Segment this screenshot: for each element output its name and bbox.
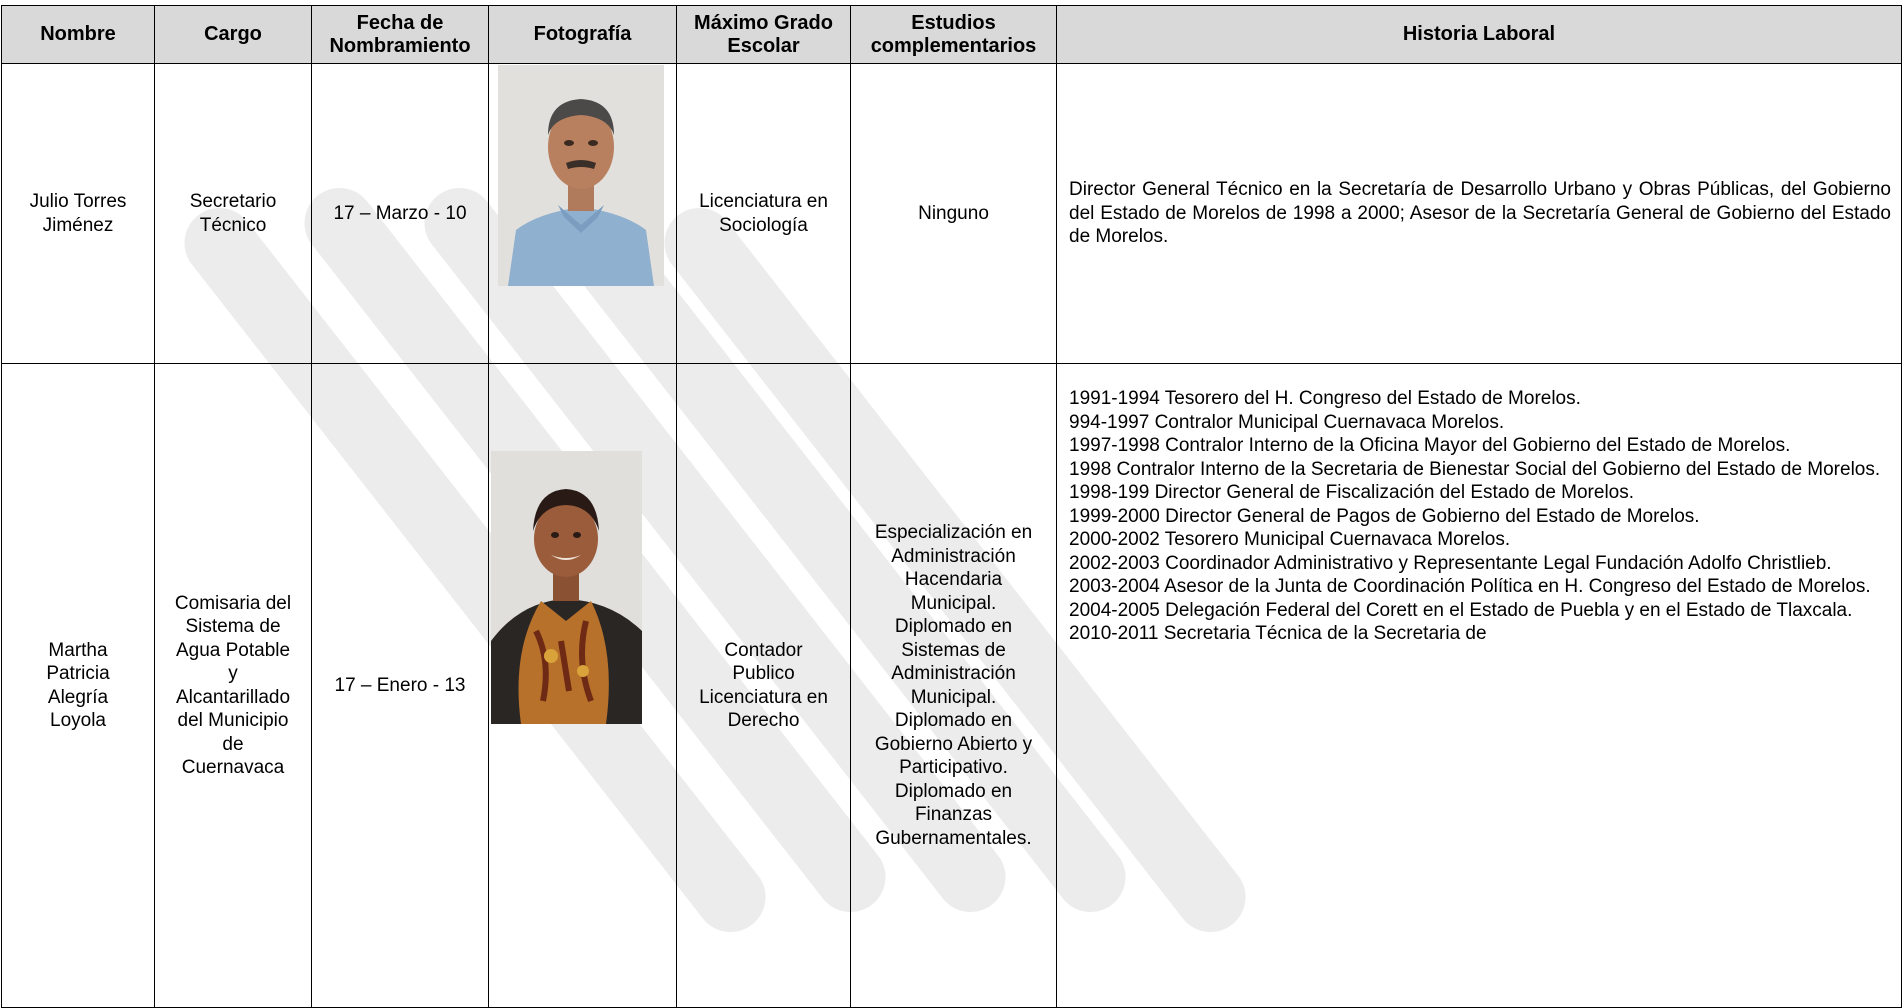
cell-line: Diplomado en bbox=[894, 780, 1013, 802]
history-entry: 2002-2003 Coordinador Administrativo y R… bbox=[1069, 552, 1832, 574]
cell-line: Gobierno Abierto y bbox=[874, 733, 1033, 755]
cell-line: Patricia bbox=[46, 663, 110, 684]
header-historia: Historia Laboral bbox=[1056, 5, 1902, 64]
cell-line: Municipal. bbox=[910, 592, 997, 614]
cell-line: Especialización en bbox=[874, 522, 1033, 543]
cell-line: del Municipio bbox=[177, 710, 289, 731]
cell-line: de bbox=[222, 733, 244, 755]
cell-line: Diplomado en bbox=[894, 616, 1013, 637]
cell-line: Técnico bbox=[199, 214, 267, 236]
cell-line: Julio Torres bbox=[29, 191, 127, 212]
cell-fotografia bbox=[488, 63, 677, 364]
cell-line: Administración bbox=[891, 663, 1016, 684]
history-entry: 1997-1998 Contralor Interno de la Oficin… bbox=[1069, 435, 1791, 456]
history-entry: 2000-2002 Tesorero Municipal Cuernavaca … bbox=[1069, 529, 1511, 550]
cell-line: Hacendaria bbox=[904, 569, 1003, 590]
cell-line: Licenciatura en bbox=[699, 191, 828, 212]
cell-line: Agua Potable bbox=[175, 639, 291, 661]
cell-line: Loyola bbox=[50, 710, 106, 731]
history-entry: 1998-199 Director General de Fiscalizaci… bbox=[1069, 482, 1635, 503]
cell-line: Alegría bbox=[47, 686, 109, 708]
cell-line: Alcantarillado bbox=[175, 686, 291, 708]
history-entry: 1999-2000 Director General de Pagos de G… bbox=[1069, 505, 1700, 527]
cell-line: Ninguno bbox=[918, 202, 989, 224]
history-entry: Director General Técnico en la Secretarí… bbox=[1069, 179, 1891, 248]
cell-line: Derecho bbox=[727, 710, 800, 731]
cell-fecha: 17 – Enero - 13 bbox=[311, 363, 489, 1008]
history-entry: 1998 Contralor Interno de la Secretaria … bbox=[1069, 458, 1881, 480]
cell-line: Sistemas de bbox=[901, 639, 1006, 661]
cell-line: Licenciatura en bbox=[699, 686, 828, 708]
portrait-photo bbox=[498, 65, 664, 286]
cell-line: Comisaria del bbox=[174, 592, 292, 614]
header-cargo: Cargo bbox=[154, 5, 312, 64]
history-entry: 1991-1994 Tesorero del H. Congreso del E… bbox=[1069, 388, 1581, 409]
cell-line: Cuernavaca bbox=[181, 757, 285, 778]
cell-line: Participativo. bbox=[899, 757, 1008, 778]
cell-line: Secretario bbox=[189, 191, 277, 212]
header-nombre: Nombre bbox=[1, 5, 155, 64]
cell-line: Gubernamentales. bbox=[875, 827, 1032, 849]
history-entry: 2004-2005 Delegación Federal del Corett … bbox=[1069, 599, 1853, 621]
cell-historia: 1991-1994 Tesorero del H. Congreso del E… bbox=[1056, 363, 1902, 1008]
portrait-photo bbox=[491, 451, 642, 724]
header-fotografia: Fotografía bbox=[488, 5, 677, 64]
cell-fotografia bbox=[488, 363, 677, 1008]
cell-line: Administración bbox=[891, 545, 1016, 567]
cell-line: Contador bbox=[724, 639, 803, 661]
cell-historia: Director General Técnico en la Secretarí… bbox=[1056, 63, 1902, 364]
cell-line: Finanzas bbox=[914, 804, 993, 825]
cell-line: y bbox=[228, 663, 238, 684]
history-entry: 994-1997 Contralor Municipal Cuernavaca … bbox=[1069, 411, 1505, 433]
cell-fecha: 17 – Marzo - 10 bbox=[311, 63, 489, 364]
cell-line: Sistema de bbox=[185, 616, 281, 637]
cell-line: Publico bbox=[732, 663, 795, 684]
cell-line: Martha bbox=[48, 639, 108, 661]
history-entry: 2010-2011 Secretaria Técnica de la Secre… bbox=[1069, 623, 1487, 644]
cell-line: Sociología bbox=[719, 214, 808, 236]
cell-line: Jiménez bbox=[42, 214, 114, 236]
cell-line: Municipal. bbox=[910, 686, 997, 708]
history-entry: 2003-2004 Asesor de la Junta de Coordina… bbox=[1069, 576, 1871, 597]
cell-estudios: Ninguno bbox=[850, 63, 1057, 364]
cell-line: Diplomado en bbox=[894, 710, 1013, 731]
